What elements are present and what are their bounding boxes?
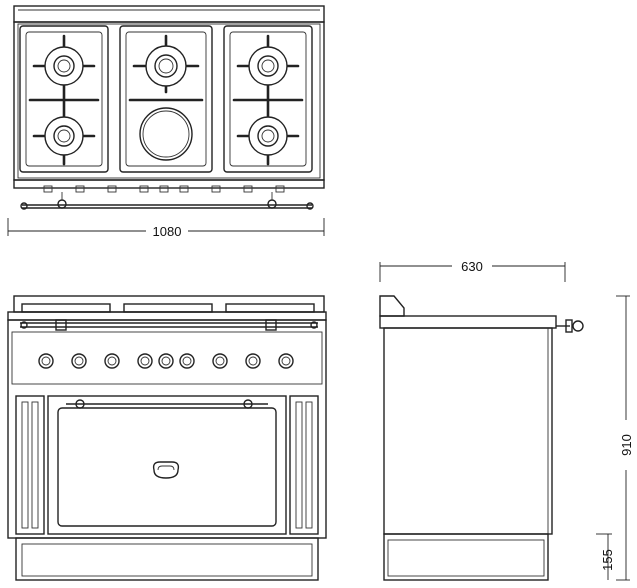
front-grate-profile (21, 303, 315, 313)
front-plinth (15, 537, 319, 581)
grate-center (119, 25, 213, 173)
control-knob-2 (71, 353, 87, 369)
oven-door (47, 395, 287, 535)
plinth-height-dimension-label: 155 (600, 549, 615, 571)
control-knob-7 (212, 353, 228, 369)
front-handle-rail (20, 319, 318, 331)
front-body-outline (7, 319, 327, 539)
control-knob-3 (104, 353, 120, 369)
width-dimension: 1080 (7, 218, 325, 239)
control-knob-1 (38, 353, 54, 369)
hob-front-lip (13, 179, 325, 189)
control-panel (11, 331, 323, 385)
control-knob-8 (245, 353, 261, 369)
top-handle-rail (20, 192, 314, 210)
burner-right-back (248, 46, 288, 86)
burner-left-back (44, 46, 84, 86)
control-knob-5 (158, 353, 174, 369)
top-knob-stubs (43, 185, 285, 193)
depth-dimension-label: 630 (461, 259, 483, 274)
control-knobs (38, 353, 294, 369)
height-dimension: 910 (616, 295, 634, 581)
front-hob-lip (7, 311, 327, 321)
burner-left-front (44, 116, 84, 156)
control-knob-9 (278, 353, 294, 369)
height-dimension-label: 910 (619, 434, 634, 456)
side-hob-top (379, 315, 557, 329)
burner-right-front (248, 116, 288, 156)
top-back-upstand (13, 5, 325, 23)
side-body-outline (383, 327, 553, 535)
burner-center-back (145, 45, 187, 87)
front-view (7, 295, 327, 581)
side-view: 630 910 155 (379, 259, 634, 581)
side-back-upstand (379, 295, 405, 317)
top-view: 1080 (7, 5, 325, 239)
grate-left (19, 25, 109, 173)
plinth-height-dimension: 155 (596, 533, 615, 580)
griddle-plate (139, 107, 193, 161)
right-side-panel (289, 395, 319, 535)
control-knob-6 (179, 353, 195, 369)
grate-right (223, 25, 313, 173)
side-plinth (383, 533, 549, 581)
side-control-knob (556, 319, 584, 333)
control-knob-4 (137, 353, 153, 369)
depth-dimension: 630 (379, 259, 566, 282)
door-handle (152, 461, 180, 479)
left-side-panel (15, 395, 45, 535)
width-dimension-label: 1080 (153, 224, 182, 239)
